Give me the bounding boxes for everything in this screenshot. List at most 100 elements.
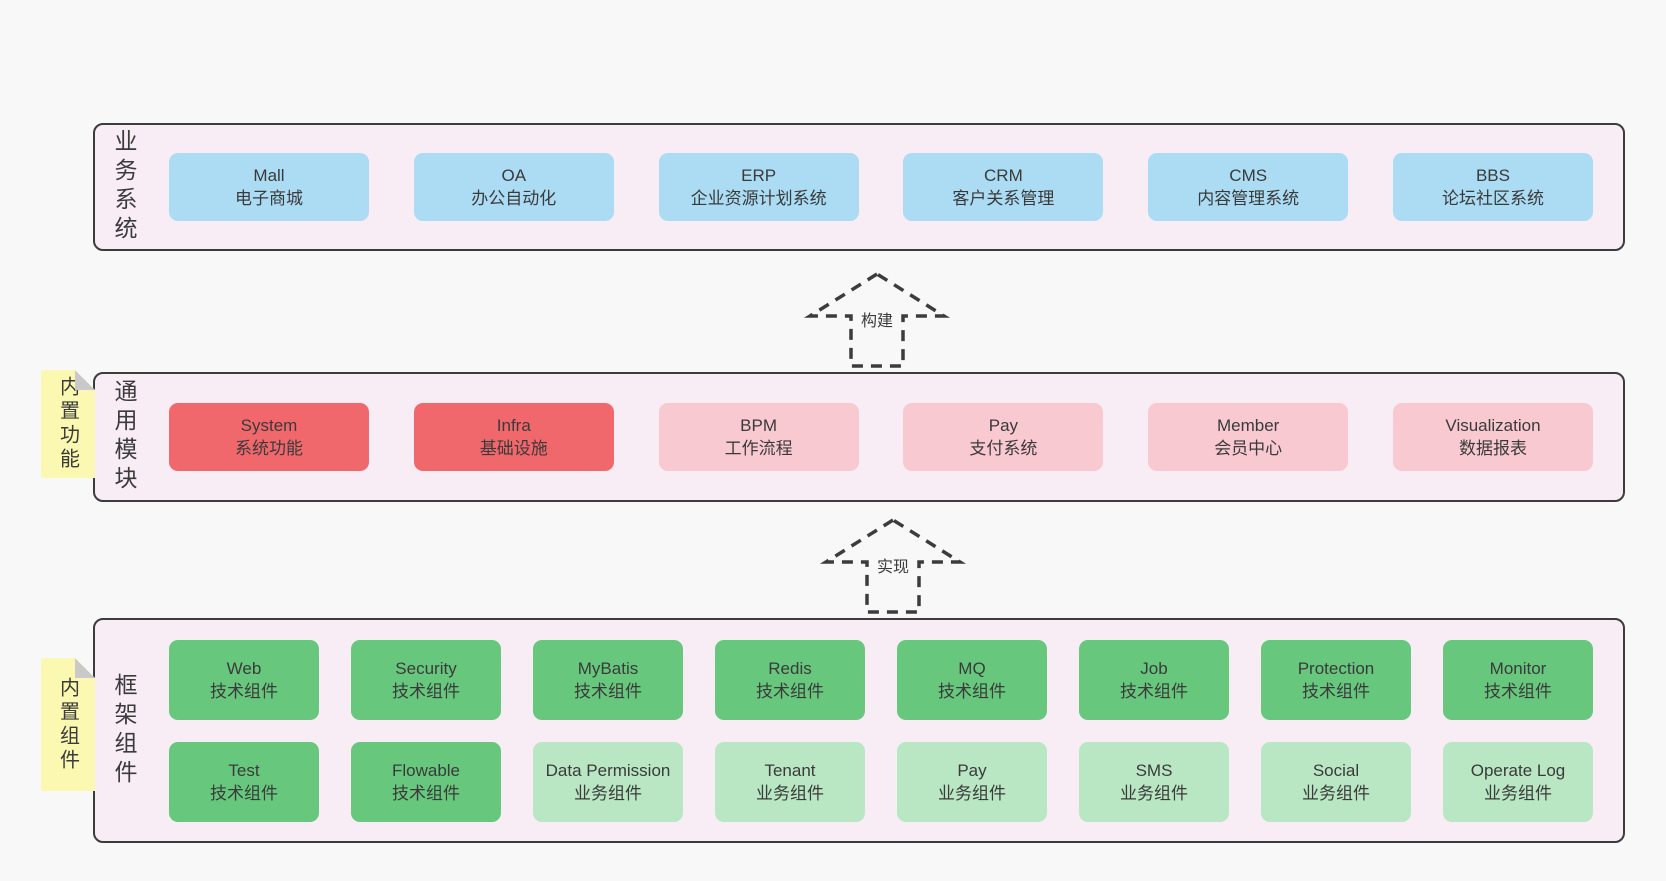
sticky-tab-label: 内置功能	[56, 376, 79, 472]
box-cms: CMS 内容管理系统	[1148, 153, 1349, 221]
box-title: Security	[395, 658, 457, 678]
components-boxes-area: Web 技术组件 Security 技术组件 MyBatis 技术组件 Redi…	[141, 639, 1623, 822]
box-title: CMS	[1229, 166, 1268, 185]
panel-framework-components: 内置组件 框架组件 Web 技术组件 Security 技术组件 MyBatis…	[93, 618, 1625, 843]
box-subtitle: 技术组件	[756, 681, 824, 701]
box-operate-log: Operate Log 业务组件	[1443, 741, 1593, 822]
box-title: ERP	[741, 166, 777, 185]
box-subtitle: 业务组件	[1120, 783, 1188, 803]
box-subtitle: 业务组件	[1484, 783, 1552, 803]
box-monitor: Monitor 技术组件	[1443, 639, 1593, 720]
box-title: System	[240, 416, 298, 435]
box-title: Flowable	[391, 760, 461, 780]
box-title: Data Permission	[545, 760, 671, 780]
box-subtitle: 数据报表	[1458, 439, 1527, 458]
box-subtitle: 技术组件	[210, 681, 278, 701]
box-title: Test	[228, 760, 260, 780]
box-subtitle: 业务组件	[1302, 783, 1370, 803]
box-subtitle: 技术组件	[392, 783, 460, 803]
box-protection: Protection 技术组件	[1261, 639, 1411, 720]
box-infra: Infra 基础设施	[413, 403, 614, 471]
folded-corner-icon	[75, 370, 95, 390]
box-title: SMS	[1135, 760, 1173, 780]
box-system: System 系统功能	[169, 403, 369, 471]
box-title: OA	[501, 166, 527, 185]
box-subtitle: 客户关系管理	[952, 189, 1055, 208]
box-social: Social 业务组件	[1261, 741, 1411, 822]
box-subtitle: 论坛社区系统	[1441, 189, 1544, 208]
arrow-build: 构建	[802, 270, 952, 370]
box-title: Redis	[768, 658, 812, 678]
box-crm: CRM 客户关系管理	[903, 153, 1104, 221]
box-title: Pay	[957, 760, 987, 780]
box-title: Web	[226, 658, 262, 678]
box-test: Test 技术组件	[169, 741, 319, 822]
components-box-row-2: Test 技术组件 Flowable 技术组件 Data Permission …	[169, 741, 1593, 822]
box-mybatis: MyBatis 技术组件	[533, 639, 683, 720]
box-title: BBS	[1475, 166, 1510, 185]
sticky-tab-label: 内置组件	[56, 676, 79, 773]
box-title: Member	[1217, 416, 1280, 435]
box-title: Job	[1140, 658, 1168, 678]
box-bpm: BPM 工作流程	[658, 403, 859, 471]
box-subtitle: 技术组件	[938, 681, 1006, 701]
box-subtitle: 支付系统	[969, 439, 1038, 458]
box-subtitle: 技术组件	[210, 783, 278, 803]
box-title: CRM	[984, 166, 1023, 185]
box-title: Infra	[496, 416, 531, 435]
panel-business-systems: 业务系统 Mall 电子商城 OA 办公自动化 ERP 企业资源计划系统 CRM…	[93, 123, 1625, 251]
arrow-implement-label: 实现	[873, 552, 913, 578]
box-visualization: Visualization 数据报表	[1392, 403, 1593, 471]
sticky-tab-built-in-features: 内置功能	[41, 370, 95, 478]
box-mall: Mall 电子商城	[169, 153, 369, 221]
box-title: Protection	[1297, 658, 1375, 678]
box-subtitle: 办公自动化	[471, 189, 557, 208]
panel-common-modules: 内置功能 通用模块 System 系统功能 Infra 基础设施 BPM 工作流…	[93, 372, 1625, 502]
sticky-tab-built-in-components: 内置组件	[41, 658, 95, 791]
box-subtitle: 内容管理系统	[1197, 189, 1300, 208]
business-box-row: Mall 电子商城 OA 办公自动化 ERP 企业资源计划系统 CRM 客户关系…	[169, 153, 1593, 221]
arrow-build-label: 构建	[857, 306, 897, 332]
box-subtitle: 技术组件	[1484, 681, 1552, 701]
box-flowable: Flowable 技术组件	[351, 741, 501, 822]
arrow-implement: 实现	[818, 516, 968, 616]
box-subtitle: 工作流程	[724, 439, 793, 458]
box-subtitle: 技术组件	[392, 681, 460, 701]
box-subtitle: 业务组件	[574, 783, 642, 803]
panel-components-side-label: 框架组件	[111, 672, 137, 789]
box-subtitle: 业务组件	[756, 783, 824, 803]
modules-boxes-area: System 系统功能 Infra 基础设施 BPM 工作流程 Pay 支付系统…	[141, 403, 1623, 471]
box-title: Operate Log	[1470, 760, 1566, 780]
panel-business-side-label: 业务系统	[111, 129, 137, 245]
box-sms: SMS 业务组件	[1079, 741, 1229, 822]
box-title: Social	[1312, 760, 1360, 780]
box-job: Job 技术组件	[1079, 639, 1229, 720]
box-oa: OA 办公自动化	[413, 153, 614, 221]
box-erp: ERP 企业资源计划系统	[658, 153, 859, 221]
modules-box-row: System 系统功能 Infra 基础设施 BPM 工作流程 Pay 支付系统…	[169, 403, 1593, 471]
box-title: MQ	[958, 658, 986, 678]
box-subtitle: 电子商城	[235, 189, 303, 208]
box-subtitle: 系统功能	[235, 439, 303, 458]
components-box-row-1: Web 技术组件 Security 技术组件 MyBatis 技术组件 Redi…	[169, 639, 1593, 720]
box-title: Pay	[988, 416, 1019, 435]
box-title: Tenant	[764, 760, 816, 780]
box-member: Member 会员中心	[1148, 403, 1349, 471]
box-subtitle: 基础设施	[479, 439, 548, 458]
box-subtitle: 技术组件	[1120, 681, 1188, 701]
box-subtitle: 技术组件	[1302, 681, 1370, 701]
box-subtitle: 技术组件	[574, 681, 642, 701]
box-pay-component: Pay 业务组件	[897, 741, 1047, 822]
box-web: Web 技术组件	[169, 639, 319, 720]
business-boxes-area: Mall 电子商城 OA 办公自动化 ERP 企业资源计划系统 CRM 客户关系…	[141, 153, 1623, 221]
box-title: Monitor	[1489, 658, 1547, 678]
box-tenant: Tenant 业务组件	[715, 741, 865, 822]
box-bbs: BBS 论坛社区系统	[1392, 153, 1593, 221]
box-title: BPM	[740, 416, 778, 435]
box-redis: Redis 技术组件	[715, 639, 865, 720]
box-security: Security 技术组件	[351, 639, 501, 720]
box-title: Mall	[253, 166, 285, 185]
panel-modules-side-label: 通用模块	[111, 379, 137, 495]
box-title: MyBatis	[577, 658, 639, 678]
